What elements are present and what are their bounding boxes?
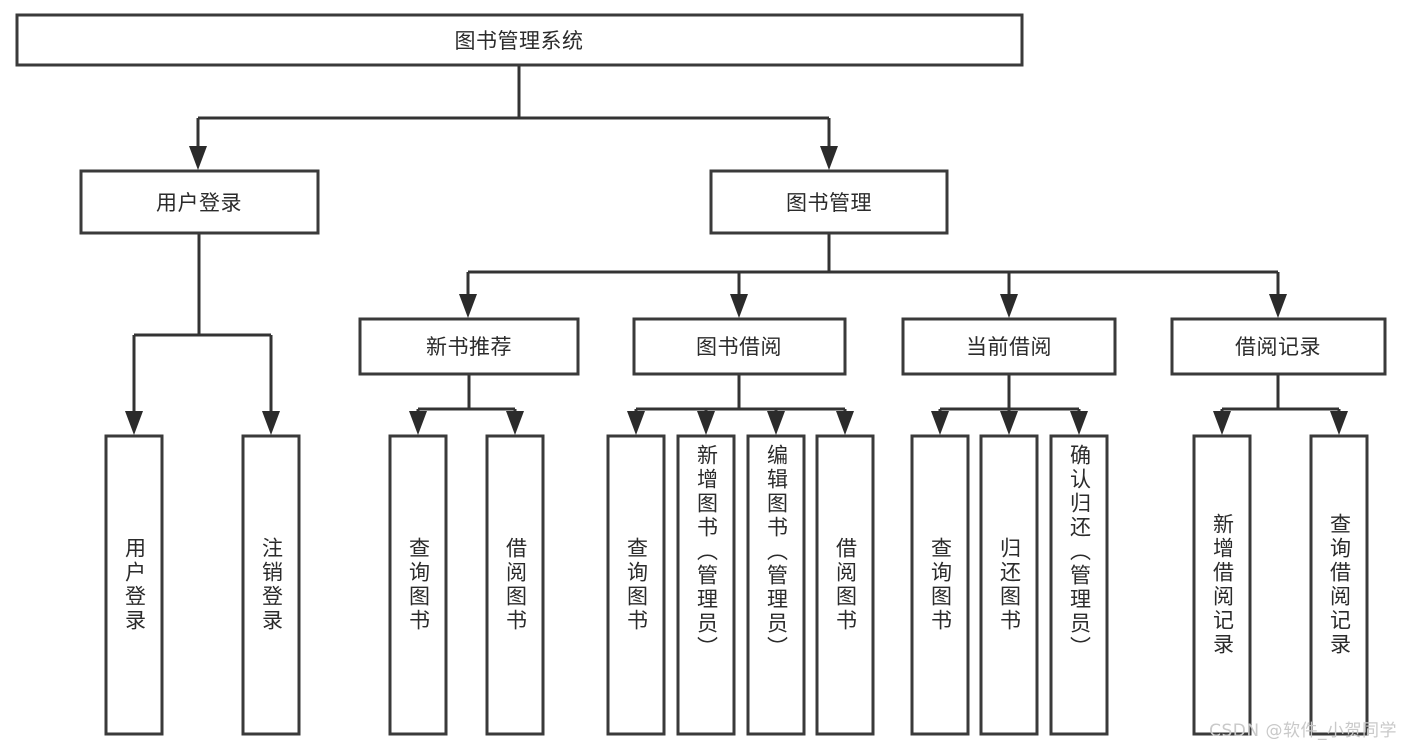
connector-group-current-borrow — [931, 374, 1088, 435]
leaf-query-record-box[interactable] — [1309, 434, 1369, 736]
leaf-logout-box[interactable] — [241, 434, 301, 736]
node-book-manage-label: 图书管理 — [786, 191, 872, 215]
leaf-query-book-2-box[interactable] — [606, 434, 666, 736]
arrow-to-book-manage — [820, 146, 838, 170]
node-book-borrow-label: 图书借阅 — [696, 335, 782, 359]
watermark: CSDN @软件_小贺同学 — [1209, 721, 1397, 741]
connector-book-borrow-stem — [634, 374, 847, 417]
arrow-to-borrow-record — [1269, 294, 1287, 318]
connector-book-manage-stem — [466, 233, 1280, 300]
arrow-to-leaf-add-record — [1213, 411, 1231, 435]
leaf-query-book-1-box[interactable] — [388, 434, 448, 736]
connector-new-book-recommend-stem — [416, 374, 517, 417]
node-root[interactable]: 图书管理系统 — [15, 13, 1024, 67]
node-book-manage[interactable]: 图书管理 — [709, 169, 949, 235]
leaf-confirm-return-box[interactable] — [1049, 434, 1109, 736]
node-new-book-recommend-label: 新书推荐 — [426, 335, 512, 359]
connector-user-login-stem — [132, 233, 273, 417]
node-current-borrow-box[interactable] — [901, 317, 1117, 376]
leaf-borrow-book-1-box[interactable] — [485, 434, 545, 736]
node-new-book-recommend-box[interactable] — [358, 317, 580, 376]
node-current-borrow[interactable]: 当前借阅 — [901, 317, 1117, 376]
node-root-box[interactable] — [15, 13, 1024, 67]
arrow-to-leaf-borrow-book-2 — [836, 411, 854, 435]
arrow-to-leaf-add-book — [697, 411, 715, 435]
leaf-edit-book-box[interactable] — [746, 434, 806, 736]
node-borrow-record[interactable]: 借阅记录 — [1170, 317, 1387, 376]
node-borrow-record-label: 借阅记录 — [1235, 335, 1321, 359]
connector-borrow-record-stem — [1220, 374, 1341, 417]
node-user-login-box[interactable] — [79, 169, 320, 235]
connector-root-stem — [196, 65, 831, 152]
arrow-to-book-borrow — [730, 294, 748, 318]
leaf-user-login-box[interactable] — [104, 434, 164, 736]
connector-group-new-book-recommend — [409, 374, 524, 435]
node-book-borrow-box[interactable] — [632, 317, 847, 376]
arrow-to-leaf-query-book-3 — [931, 411, 949, 435]
connector-group-book-manage — [459, 233, 1287, 318]
leaf-query-book-3-box[interactable] — [910, 434, 970, 736]
connector-group-user-login — [125, 233, 280, 435]
node-user-login[interactable]: 用户登录 — [79, 169, 320, 235]
node-new-book-recommend[interactable]: 新书推荐 — [358, 317, 580, 376]
arrow-to-leaf-query-record — [1330, 411, 1348, 435]
arrow-to-user-login — [189, 146, 207, 170]
arrow-to-leaf-edit-book — [767, 411, 785, 435]
arrow-to-new-book-recommend — [459, 294, 477, 318]
node-book-manage-box[interactable] — [709, 169, 949, 235]
node-current-borrow-label: 当前借阅 — [966, 335, 1052, 359]
node-book-borrow[interactable]: 图书借阅 — [632, 317, 847, 376]
connector-group-borrow-record — [1213, 374, 1348, 435]
arrow-to-leaf-user-login — [125, 411, 143, 435]
arrow-to-leaf-query-book-1 — [409, 411, 427, 435]
arrow-to-leaf-borrow-book-1 — [506, 411, 524, 435]
leaf-return-book-box[interactable] — [979, 434, 1039, 736]
leaf-borrow-book-2-box[interactable] — [815, 434, 875, 736]
arrow-to-current-borrow — [1000, 294, 1018, 318]
arrow-to-leaf-return-book — [1000, 411, 1018, 435]
leaf-add-record-box[interactable] — [1192, 434, 1252, 736]
connector-group-root — [189, 65, 838, 170]
arrow-to-leaf-query-book-2 — [627, 411, 645, 435]
node-borrow-record-box[interactable] — [1170, 317, 1387, 376]
leaf-add-book-box[interactable] — [676, 434, 736, 736]
node-user-login-label: 用户登录 — [156, 191, 242, 215]
arrow-to-leaf-confirm-return — [1070, 411, 1088, 435]
node-root-label: 图书管理系统 — [455, 29, 584, 53]
leaf-boxes — [104, 434, 1369, 736]
connector-current-borrow-stem — [938, 374, 1081, 417]
connector-group-book-borrow — [627, 374, 854, 435]
arrow-to-leaf-logout — [262, 411, 280, 435]
